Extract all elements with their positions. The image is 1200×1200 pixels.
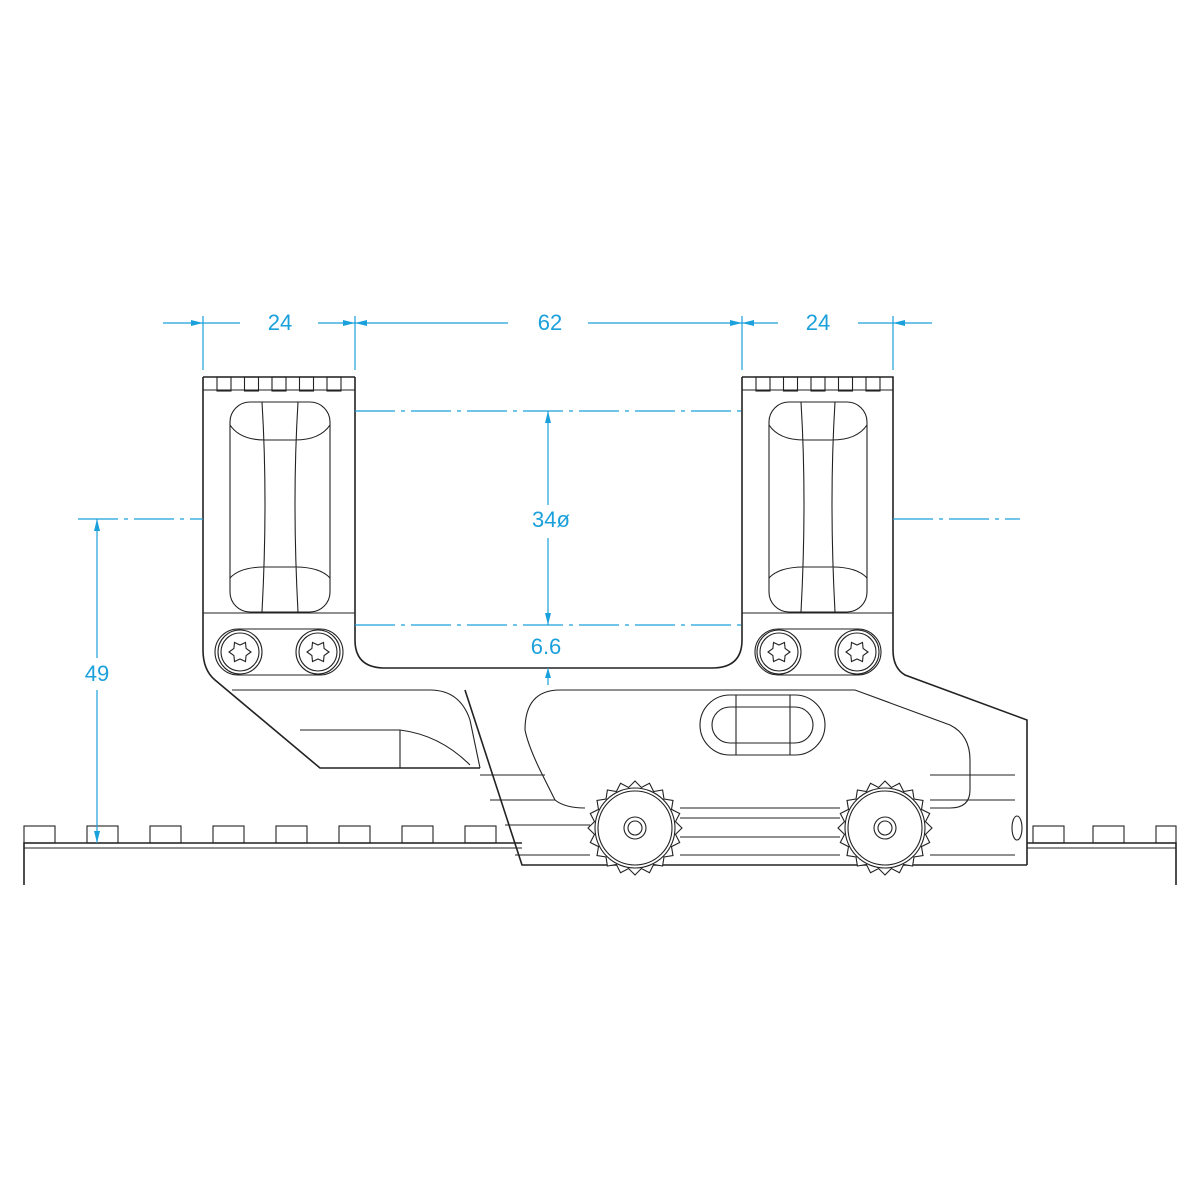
rail-slot-tooth	[1155, 825, 1177, 844]
ring-cap-tooth	[810, 376, 826, 392]
picatinny-rail	[23, 825, 1177, 885]
left-ring	[202, 376, 743, 769]
rail-slot-tooth	[23, 825, 56, 844]
clamp-knob[interactable]	[587, 780, 683, 876]
torx-screw-icon	[217, 629, 263, 675]
rail-slot-tooth	[149, 825, 182, 844]
dimension-lines	[78, 316, 1020, 843]
ring-cap-tooth	[326, 376, 342, 392]
clamp-knob[interactable]	[837, 780, 933, 876]
torx-screw-icon	[834, 629, 880, 675]
ring-cap-tooth	[755, 376, 771, 392]
ring-cap-tooth	[298, 376, 315, 392]
dim-height: 49	[85, 661, 109, 686]
torx-screw-icon	[295, 629, 341, 675]
rail-slot-tooth	[86, 825, 119, 844]
ring-cap-tooth	[782, 376, 799, 392]
ring-cap-tooth	[271, 376, 287, 392]
dim-ring-spacing: 62	[538, 310, 562, 335]
ring-cap-tooth	[243, 376, 260, 392]
rail-slot-tooth	[1092, 825, 1125, 844]
screw-plate	[214, 628, 344, 676]
rail-slot-tooth	[338, 825, 371, 844]
ring-cap-tooth	[216, 376, 232, 392]
ring-cap-tooth	[865, 376, 881, 392]
torx-screw-icon	[756, 629, 802, 675]
rail-slot-tooth	[1032, 825, 1065, 844]
ring-cap-tooth	[837, 376, 854, 392]
dim-offset: 6.6	[531, 634, 562, 659]
lightening-slot	[699, 694, 826, 756]
dim-left-ring-width: 24	[268, 310, 292, 335]
dim-tube-diameter: 34ø	[532, 507, 570, 532]
rail-slot-tooth	[401, 825, 434, 844]
rail-slot-tooth	[464, 825, 497, 844]
rail-slot-tooth	[275, 825, 308, 844]
dim-right-ring-width: 24	[806, 310, 830, 335]
right-ring	[742, 376, 1028, 865]
rail-slot-tooth	[212, 825, 245, 844]
